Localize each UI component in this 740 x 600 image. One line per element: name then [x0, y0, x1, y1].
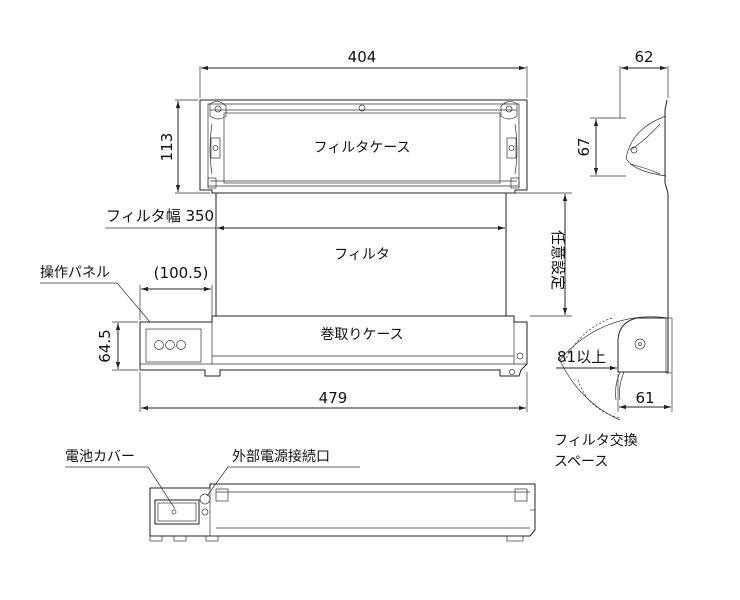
roll-case-label: 巻取りケース — [320, 327, 403, 343]
dim-bottom-height: 64.5 — [96, 321, 138, 371]
dim-side-height-text: 67 — [575, 137, 593, 156]
dim-side-height: 67 — [575, 117, 626, 177]
side-view-roll-case — [559, 316, 673, 421]
dim-top-width-text: 404 — [348, 48, 377, 66]
arbitrary-setting-text: 任意設定 — [549, 230, 567, 290]
dim-top-width: 404 — [199, 48, 528, 98]
filter-case: フィルタケース — [199, 99, 528, 194]
dim-side-depth: 61 — [617, 374, 673, 412]
roll-case: 巻取りケース — [139, 315, 528, 377]
dim-total-width-text: 479 — [319, 389, 348, 407]
dim-case-height-text: 113 — [158, 133, 176, 162]
external-power-label: 外部電源接続口 — [232, 448, 330, 465]
bottom-view — [149, 483, 536, 542]
filter-sheet: フィルタ — [215, 193, 507, 316]
dim-right-width: 62 — [619, 48, 669, 118]
dim-side-offset: 81以上 — [556, 348, 617, 371]
dim-side-offset-text: 81以上 — [557, 348, 606, 366]
dim-total-width: 479 — [139, 372, 528, 412]
dim-right-width-text: 62 — [634, 48, 653, 66]
dim-case-height: 113 — [158, 99, 210, 194]
battery-cover-callout: 電池カバー — [65, 449, 176, 510]
dim-filter-width-text: フィルタ幅 350 — [106, 207, 214, 225]
operation-panel-callout: 操作パネル — [40, 265, 151, 323]
filter-exchange-line1: フィルタ交換 — [554, 432, 638, 449]
dim-side-depth-text: 61 — [635, 389, 654, 407]
dim-arbitrary: 任意設定 — [506, 192, 572, 317]
dim-bottom-height-text: 64.5 — [96, 329, 114, 362]
operation-panel-label: 操作パネル — [40, 265, 110, 281]
filter-exchange-line2: スペース — [554, 454, 608, 470]
battery-cover-label: 電池カバー — [65, 449, 135, 465]
dim-panel-offset: (100.5) — [139, 264, 213, 320]
filter-case-label: フィルタケース — [313, 140, 410, 156]
filter-label: フィルタ — [334, 247, 390, 263]
dim-filter-width: フィルタ幅 350 — [105, 207, 505, 231]
side-view-bracket — [625, 99, 669, 318]
dim-panel-offset-text: (100.5) — [154, 264, 209, 282]
external-power-callout: 外部電源接続口 — [206, 448, 360, 497]
